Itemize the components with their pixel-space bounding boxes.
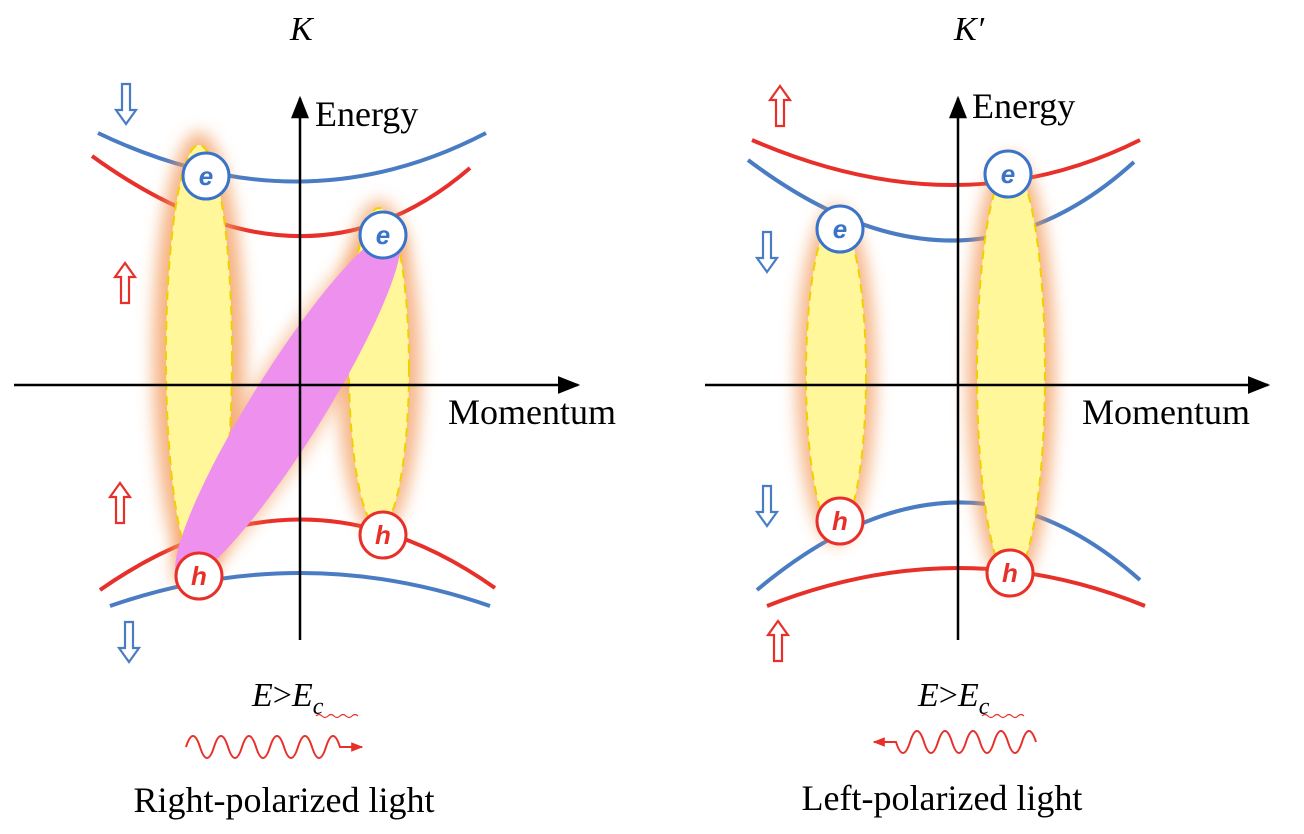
hole-marker: h — [815, 496, 865, 546]
svg-text:h: h — [1002, 558, 1018, 588]
svg-text:h: h — [191, 561, 207, 591]
exciton-ellipse-left — [805, 216, 867, 534]
hole-marker: h — [358, 510, 408, 560]
valence-band-spin-up — [766, 566, 1146, 608]
hole-marker: h — [985, 548, 1035, 598]
spellcheck-squiggle — [981, 713, 1025, 719]
energy-axis-label: Energy — [972, 86, 1075, 126]
wavy-arrow-icon — [185, 735, 364, 759]
wavy-arrow-icon — [872, 730, 1037, 754]
caption-right-polarized: Right-polarized light — [134, 780, 435, 820]
spin-up-arrow-icon — [113, 261, 137, 305]
svg-text:h: h — [375, 520, 391, 550]
svg-text:e: e — [833, 214, 847, 244]
conduction-band-spin-down — [97, 131, 487, 184]
interband-exciton — [175, 231, 401, 581]
electron-marker: e — [983, 149, 1033, 199]
valence-band-spin-down — [755, 500, 1142, 592]
energy-condition: E>Ec — [917, 677, 990, 720]
spellcheck-squiggle — [315, 713, 359, 719]
spin-down-arrow-icon — [117, 620, 141, 664]
conduction-band-spin-up — [90, 154, 472, 238]
spin-down-arrow-icon — [114, 82, 138, 126]
conduction-band-spin-down — [746, 158, 1136, 243]
valley-label-k: K — [289, 11, 315, 48]
momentum-axis-label: Momentum — [448, 392, 616, 432]
panel-k-prime: K′ Energy Momentum e e h — [705, 11, 1271, 818]
svg-text:e: e — [376, 220, 390, 250]
momentum-axis-label: Momentum — [1082, 392, 1250, 432]
spin-down-arrow-icon — [755, 484, 779, 528]
valence-band-spin-up — [98, 517, 497, 592]
spin-up-arrow-icon — [108, 481, 132, 525]
electron-marker: e — [358, 210, 408, 260]
spin-up-arrow-icon — [768, 84, 792, 128]
electron-marker: e — [815, 204, 865, 254]
exciton-ellipse-right — [976, 165, 1046, 579]
caption-left-polarized: Left-polarized light — [802, 778, 1083, 818]
valley-label-k-prime: K′ — [953, 11, 985, 48]
panel-k: K Energy Momentum e — [14, 11, 616, 820]
svg-text:e: e — [199, 161, 213, 191]
energy-axis-label: Energy — [315, 94, 418, 134]
spin-down-arrow-icon — [755, 230, 779, 274]
hole-marker: h — [174, 551, 224, 601]
svg-text:h: h — [832, 506, 848, 536]
conduction-band-spin-up — [751, 138, 1141, 187]
electron-marker: e — [181, 151, 231, 201]
svg-text:e: e — [1001, 159, 1015, 189]
energy-condition: E>Ec — [251, 677, 324, 720]
spin-up-arrow-icon — [766, 619, 790, 663]
